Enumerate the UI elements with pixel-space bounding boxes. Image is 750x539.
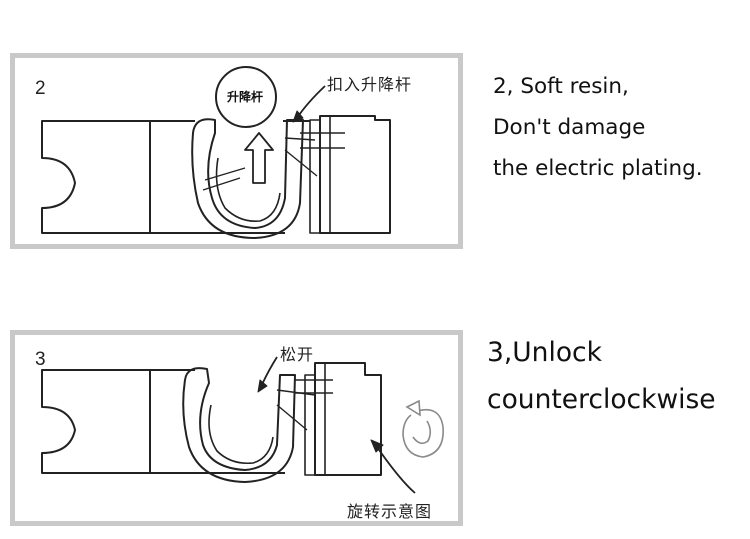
step-2-caption-line-1: 2, Soft resin, bbox=[493, 74, 629, 99]
step-3-caption: 3,Unlock counterclockwise bbox=[487, 329, 716, 423]
lifting-rod-label: 升降杆 bbox=[227, 90, 264, 104]
release-label: 松开 bbox=[280, 345, 315, 364]
clip-inner-arm bbox=[215, 157, 281, 223]
lifting-rod-circle bbox=[215, 66, 277, 128]
rotation-diagram-label: 旋转示意图 bbox=[347, 502, 433, 521]
step-3-diagram-panel: 3 松开 旋转示意图 bbox=[10, 330, 463, 526]
step-2-number: 2 bbox=[35, 78, 46, 99]
clip-inner-arm bbox=[208, 404, 274, 465]
step-2-caption-line-2: Don't damage bbox=[493, 115, 646, 140]
snap-into-rod-label: 扣入升降杆 bbox=[327, 75, 413, 94]
step-2-caption-line-3: the electric plating. bbox=[493, 156, 703, 181]
step-3-caption-line-2: counterclockwise bbox=[487, 384, 716, 415]
rotation-pointer-arrow-icon bbox=[376, 446, 416, 494]
clip-outer-arm bbox=[191, 118, 304, 239]
step-2-holder-drawing bbox=[41, 66, 391, 239]
step-3-caption-line-1: 3,Unlock bbox=[487, 337, 602, 368]
pointer-arrow-icon bbox=[296, 85, 326, 119]
counterclockwise-arrow-icon bbox=[402, 399, 444, 458]
step-3-number: 3 bbox=[35, 349, 46, 370]
up-arrow-icon bbox=[244, 132, 274, 184]
step-2-caption: 2, Soft resin, Don't damage the electric… bbox=[493, 66, 703, 189]
bracket-left-block bbox=[41, 120, 151, 234]
bracket-left-block bbox=[41, 369, 151, 474]
step-3-holder-drawing bbox=[41, 356, 444, 494]
clip-outer-arm bbox=[182, 367, 296, 483]
step-2-diagram-panel: 2 升降杆 扣入升降杆 bbox=[10, 53, 463, 249]
